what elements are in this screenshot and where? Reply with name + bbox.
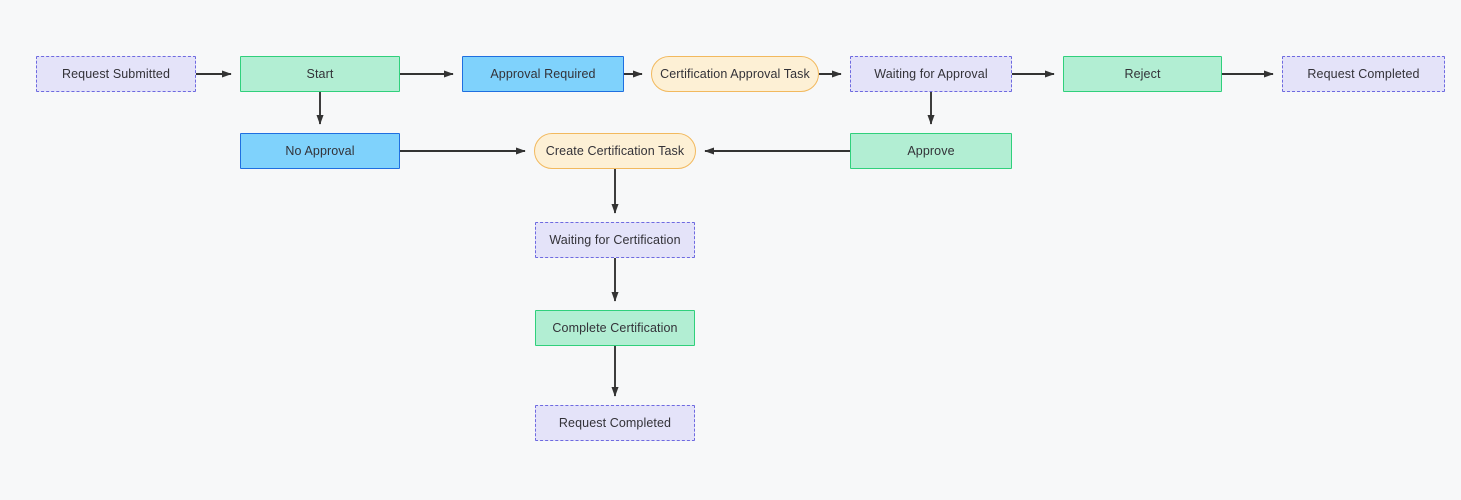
node-waiting-for-certification[interactable]: Waiting for Certification: [535, 222, 695, 258]
node-label: Certification Approval Task: [660, 66, 810, 81]
node-request-submitted[interactable]: Request Submitted: [36, 56, 196, 92]
node-request-completed-top[interactable]: Request Completed: [1282, 56, 1445, 92]
node-complete-certification[interactable]: Complete Certification: [535, 310, 695, 346]
node-no-approval[interactable]: No Approval: [240, 133, 400, 169]
node-start[interactable]: Start: [240, 56, 400, 92]
node-approval-required[interactable]: Approval Required: [462, 56, 624, 92]
node-label: Reject: [1124, 66, 1161, 81]
node-reject[interactable]: Reject: [1063, 56, 1222, 92]
node-waiting-for-approval[interactable]: Waiting for Approval: [850, 56, 1012, 92]
node-certification-approval-task[interactable]: Certification Approval Task: [651, 56, 819, 92]
node-label: Request Completed: [558, 415, 672, 430]
node-request-completed-bottom[interactable]: Request Completed: [535, 405, 695, 441]
node-label: Approval Required: [490, 66, 596, 81]
node-label: Waiting for Approval: [874, 66, 988, 81]
node-create-certification-task[interactable]: Create Certification Task: [534, 133, 696, 169]
node-label: Start: [306, 66, 334, 81]
node-label: Request Completed: [1307, 66, 1420, 81]
node-approve[interactable]: Approve: [850, 133, 1012, 169]
node-label: Create Certification Task: [545, 143, 685, 158]
node-label: No Approval: [285, 143, 355, 158]
node-label: Waiting for Certification: [549, 232, 681, 247]
node-label: Complete Certification: [552, 320, 678, 335]
node-label: Approve: [907, 143, 955, 158]
node-label: Request Submitted: [61, 66, 170, 81]
